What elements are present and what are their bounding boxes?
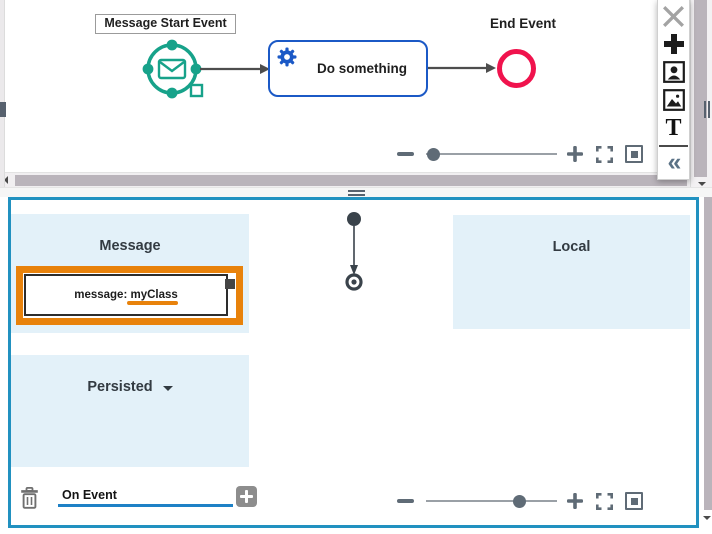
zoom-slider[interactable] — [426, 494, 557, 508]
zoom-slider-track — [426, 153, 557, 155]
sequence-flow-arrow — [200, 64, 270, 74]
start-event-label: Message Start Event — [95, 14, 236, 34]
close-icon[interactable] — [658, 2, 689, 30]
vertical-scrollbar-top[interactable] — [690, 0, 712, 192]
zoom-slider-track — [426, 500, 557, 502]
end-event-node[interactable] — [494, 46, 539, 91]
item-connection-handle[interactable] — [225, 279, 235, 289]
portrait-icon[interactable] — [658, 58, 689, 86]
zoom-slider-handle[interactable] — [426, 147, 440, 161]
task-label: Do something — [317, 61, 407, 76]
horizontal-scrollbar-thumb[interactable] — [15, 175, 687, 186]
connection-handle[interactable] — [142, 63, 154, 75]
connection-handle[interactable] — [166, 39, 178, 51]
reset-zoom-icon[interactable] — [625, 492, 643, 510]
splitter-grip[interactable] — [348, 194, 365, 197]
fit-viewport-icon[interactable] — [596, 145, 613, 163]
right-splitter-grip[interactable] — [704, 101, 707, 118]
toolbar-divider — [659, 145, 688, 147]
text-tool-icon[interactable]: T — [665, 115, 682, 141]
message-start-event-node[interactable] — [139, 36, 205, 102]
vertical-scrollbar-bottom-thumb[interactable] — [704, 197, 712, 510]
right-splitter-grip[interactable] — [708, 101, 711, 118]
section-persisted[interactable]: Persisted — [11, 355, 249, 467]
message-variable-label: message: myClass — [74, 289, 178, 301]
zoom-in-button[interactable] — [566, 492, 584, 510]
message-variable-item[interactable]: message: myClass — [24, 274, 228, 316]
left-pane-edge — [0, 0, 5, 187]
panel-zoom-controls — [397, 488, 643, 514]
sequence-flow-arrow — [428, 63, 496, 73]
zoom-in-button[interactable] — [566, 145, 584, 163]
zoom-out-button[interactable] — [397, 499, 414, 503]
image-icon[interactable] — [658, 86, 689, 114]
trash-icon[interactable] — [19, 487, 40, 509]
on-event-input[interactable]: On Event — [62, 488, 117, 502]
plus-icon — [245, 490, 248, 503]
connection-handle[interactable] — [190, 63, 202, 75]
canvas-zoom-controls — [397, 141, 643, 167]
fit-viewport-icon[interactable] — [596, 492, 613, 510]
section-title: Message — [99, 238, 161, 254]
zoom-slider[interactable] — [426, 147, 557, 161]
service-task-node[interactable]: Do something — [268, 40, 428, 97]
collapse-icon[interactable]: « — [667, 148, 682, 176]
add-plus-icon[interactable] — [658, 30, 689, 58]
variable-name-underline — [127, 301, 178, 305]
scroll-down-arrow-icon[interactable] — [698, 182, 706, 186]
palette-toolbar: T « — [657, 0, 690, 180]
reset-zoom-icon[interactable] — [625, 145, 643, 163]
resize-handle[interactable] — [189, 83, 204, 98]
section-title: Local — [552, 239, 591, 255]
scroll-left-arrow-icon[interactable] — [4, 176, 8, 184]
section-local[interactable]: Local — [453, 215, 690, 329]
left-splitter-grip[interactable] — [0, 102, 3, 117]
vertical-scrollbar-thumb[interactable] — [694, 0, 707, 177]
bpmn-canvas[interactable]: Message Start Event Do someth — [0, 0, 712, 187]
scroll-down-arrow-icon[interactable] — [703, 516, 711, 520]
mapping-connector[interactable] — [342, 207, 366, 297]
end-event-label: End Event — [489, 16, 556, 31]
left-splitter-grip[interactable] — [3, 102, 6, 117]
pane-splitter[interactable] — [0, 187, 712, 197]
zoom-out-button[interactable] — [397, 152, 414, 156]
chevron-down-icon[interactable] — [162, 386, 173, 391]
connection-handle[interactable] — [166, 87, 178, 99]
horizontal-scrollbar[interactable] — [0, 172, 690, 187]
envelope-icon — [157, 58, 187, 80]
input-underline — [58, 504, 233, 507]
splitter-grip[interactable] — [348, 190, 365, 193]
zoom-slider-handle[interactable] — [513, 494, 527, 508]
gear-icon — [277, 47, 297, 67]
add-mapping-button[interactable] — [236, 486, 257, 507]
section-title: Persisted — [87, 379, 153, 395]
